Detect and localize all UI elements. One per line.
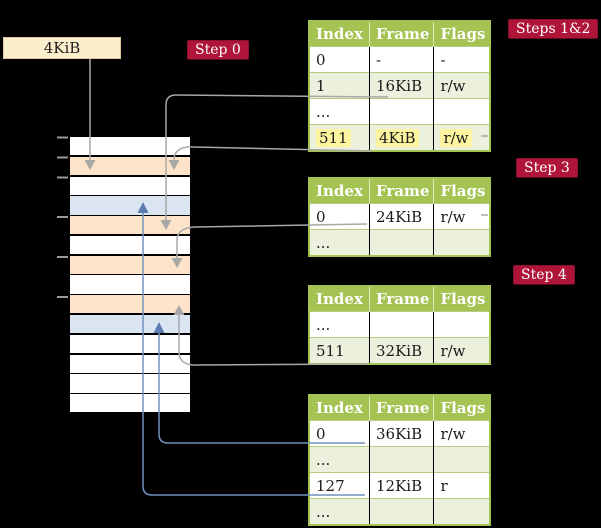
memory-frame-row-white bbox=[70, 275, 190, 294]
column-header: Frame bbox=[368, 178, 434, 204]
table-cell bbox=[368, 98, 434, 125]
column-header: Frame bbox=[368, 21, 434, 47]
highlighted-value: 511 bbox=[316, 128, 351, 147]
table-cell: 127 bbox=[309, 472, 370, 499]
step-0-label: Step 0 bbox=[187, 40, 249, 60]
table-cell bbox=[368, 446, 434, 473]
table-row: 0-- bbox=[309, 46, 491, 73]
table-cell: r bbox=[433, 472, 491, 499]
frame-size-box: 4KiB bbox=[3, 37, 121, 59]
table-row: ... bbox=[309, 311, 491, 338]
table-cell: 1 bbox=[309, 72, 370, 99]
table-cell: - bbox=[433, 46, 491, 73]
table-cell: 16KiB bbox=[368, 72, 434, 99]
column-header: Frame bbox=[368, 286, 434, 312]
steps-1-2-label: Steps 1&2 bbox=[508, 19, 599, 39]
table-cell: 32KiB bbox=[368, 337, 434, 364]
memory-frame-row-white bbox=[70, 394, 190, 413]
table-cell bbox=[433, 498, 491, 525]
strip-tick-marks bbox=[57, 136, 68, 298]
memory-frame-row-orange bbox=[70, 156, 190, 175]
table-cell: 12KiB bbox=[368, 472, 434, 499]
table-cell: ... bbox=[309, 229, 370, 256]
table-cell: 511 bbox=[309, 124, 370, 151]
column-header: Index bbox=[309, 286, 370, 312]
memory-frame-row-white bbox=[70, 354, 190, 373]
table-cell: 0 bbox=[309, 203, 370, 230]
memory-frame-row-white bbox=[70, 235, 190, 255]
column-header: Flags bbox=[433, 395, 491, 421]
memory-frame-row-white bbox=[70, 137, 190, 156]
column-header: Index bbox=[309, 21, 370, 47]
table-cell bbox=[433, 98, 491, 125]
memory-frame-row-blue bbox=[70, 196, 190, 215]
table-cell bbox=[368, 311, 434, 338]
table-cell bbox=[433, 311, 491, 338]
memory-strip bbox=[70, 137, 190, 414]
table-row: ... bbox=[309, 229, 491, 256]
table-cell: 36KiB bbox=[368, 420, 434, 447]
table-cell: r/w bbox=[433, 203, 491, 230]
step-3-label: Step 3 bbox=[516, 158, 578, 178]
column-header: Frame bbox=[368, 395, 434, 421]
frame-size-label: 4KiB bbox=[43, 39, 81, 57]
step-4-label: Step 4 bbox=[513, 265, 575, 285]
table-row: ... bbox=[309, 498, 491, 525]
table-row: ... bbox=[309, 446, 491, 473]
column-header: Flags bbox=[433, 178, 491, 204]
table-cell: - bbox=[368, 46, 434, 73]
table-cell bbox=[368, 498, 434, 525]
table-cell: ... bbox=[309, 446, 370, 473]
table-cell: 0 bbox=[309, 46, 370, 73]
column-header: Flags bbox=[433, 286, 491, 312]
table-cell: r/w bbox=[433, 124, 491, 151]
memory-frame-row-blue bbox=[70, 315, 190, 334]
memory-frame-row-orange bbox=[70, 216, 190, 235]
table-cell: 24KiB bbox=[368, 203, 434, 230]
table-cell bbox=[433, 229, 491, 256]
table-row: 511 4KiB r/w bbox=[309, 124, 491, 151]
table-cell: r/w bbox=[433, 72, 491, 99]
table-cell: 0 bbox=[309, 420, 370, 447]
column-header: Index bbox=[309, 395, 370, 421]
highlighted-value: 4KiB bbox=[376, 128, 419, 147]
column-header: Index bbox=[309, 178, 370, 204]
column-header: Flags bbox=[433, 21, 491, 47]
table-cell bbox=[368, 229, 434, 256]
highlighted-value: r/w bbox=[440, 128, 472, 147]
table-cell bbox=[433, 446, 491, 473]
memory-frame-row-white bbox=[70, 334, 190, 353]
table-row: ... bbox=[309, 98, 491, 125]
memory-frame-row-white bbox=[70, 374, 190, 393]
table-cell: 4KiB bbox=[368, 124, 434, 151]
table-cell: ... bbox=[309, 498, 370, 525]
table-cell: r/w bbox=[433, 420, 491, 447]
table-cell: 511 bbox=[309, 337, 370, 364]
memory-frame-row-white bbox=[70, 176, 190, 195]
table-cell: ... bbox=[309, 311, 370, 338]
table-cell: r/w bbox=[433, 337, 491, 364]
memory-frame-row-orange bbox=[70, 255, 190, 274]
memory-frame-row-orange bbox=[70, 295, 190, 314]
table-cell: ... bbox=[309, 98, 370, 125]
